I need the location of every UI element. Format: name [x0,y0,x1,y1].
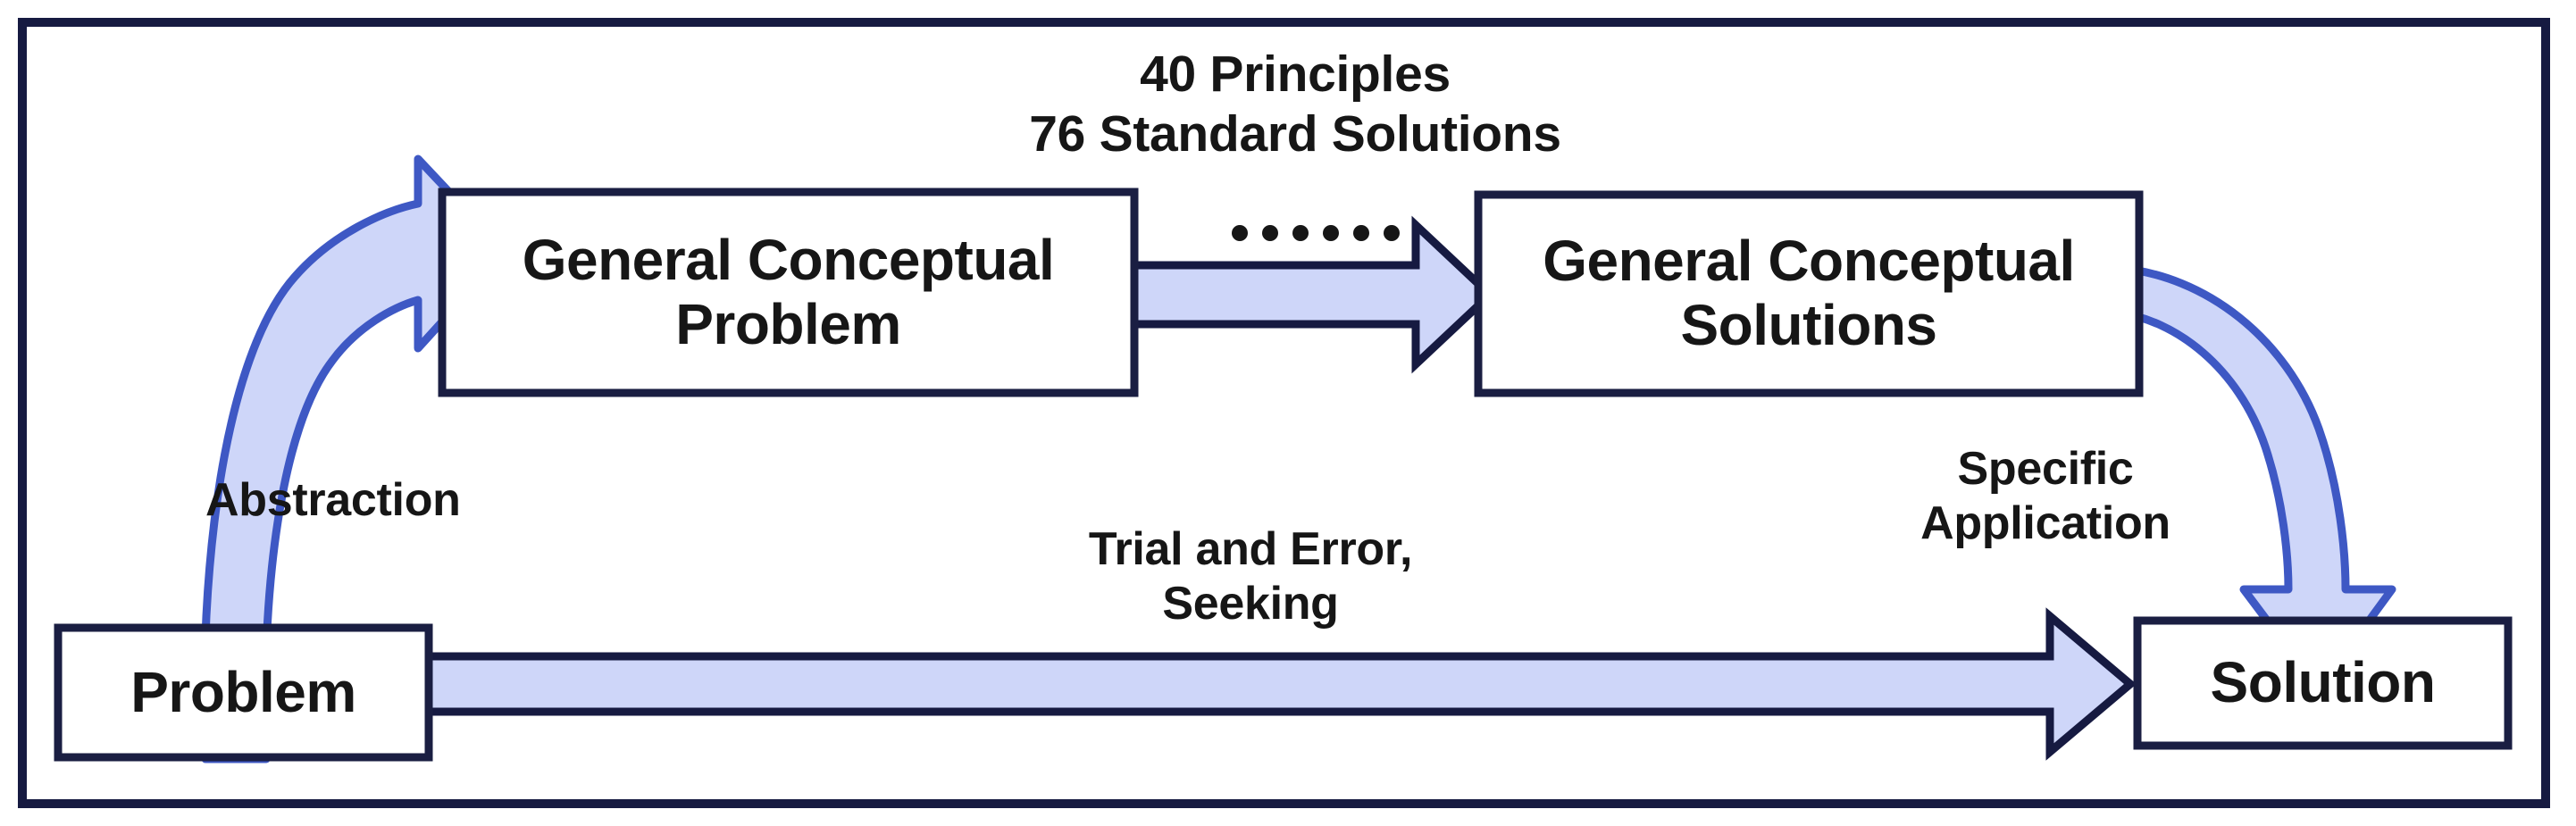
specific-application-curved-arrow [2112,263,2396,694]
edge-label-specific-application: Specific Application [1920,443,2170,550]
trial-and-error-straight-arrow [424,607,2137,761]
node-box-solution[interactable] [2133,616,2513,750]
principles-straight-arrow [1130,215,1496,374]
ellipsis-dots-icon [1232,225,1400,241]
edge-label-principles: 40 Principles 76 Standard Solutions [1029,46,1561,163]
edge-label-abstraction: Abstraction [205,474,461,526]
node-box-general-conceptual-problem[interactable] [438,188,1139,397]
abstraction-curved-arrow [200,154,510,763]
outer-frame [18,18,2550,808]
node-box-problem[interactable] [54,623,433,762]
node-box-general-conceptual-solutions[interactable] [1474,190,2144,397]
edge-label-trial-and-error: Trial and Error, Seeking [1088,523,1413,630]
